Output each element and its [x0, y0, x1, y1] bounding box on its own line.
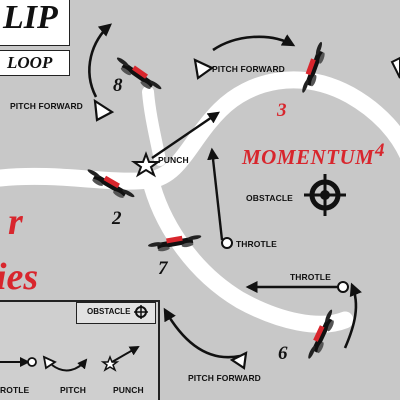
legend-label-punch: PUNCH	[113, 385, 144, 395]
pitch-arrow-8	[88, 23, 112, 98]
legend-punch-star	[100, 354, 120, 372]
label-obstacle: OBSTACLE	[246, 193, 293, 203]
step-2: 2	[112, 208, 122, 229]
drone-2	[87, 169, 135, 198]
drone-6	[308, 309, 334, 359]
legend-label-pitch: PITCH	[60, 385, 86, 395]
side-text-line1: r	[8, 201, 23, 243]
drone-3	[302, 41, 325, 93]
side-text-line2: ies	[0, 256, 39, 298]
legend-label-throtle: ROTLE	[0, 385, 30, 395]
legend-header-label: OBSTACLE	[87, 307, 131, 316]
drone-8	[116, 57, 162, 90]
edge-marker-right	[390, 56, 400, 79]
label-pitch-forward-left: PITCH FORWARD	[10, 101, 83, 111]
pitch-marker-top	[193, 58, 215, 80]
title-box: LIP	[0, 0, 70, 46]
drone-7	[148, 235, 202, 252]
throtle-marker-upper	[221, 237, 233, 249]
legend-pitch-arrow	[51, 358, 88, 372]
label-pitch-forward-bottom: PITCH FORWARD	[188, 373, 261, 383]
label-punch: PUNCH	[158, 155, 189, 165]
title-loop: LOOP	[7, 53, 53, 72]
step-4: 4	[375, 140, 385, 161]
pitch-marker-bottom	[229, 351, 248, 370]
punch-arrow	[151, 111, 220, 159]
step-3: 3	[277, 100, 287, 121]
obstacle-target	[304, 174, 346, 216]
flight-path-loop	[141, 169, 354, 333]
punch-star	[130, 151, 162, 178]
pitch-arrow-7	[163, 307, 241, 359]
title-flip: LIP	[3, 0, 58, 36]
legend-punch-arrow	[111, 346, 140, 363]
label-throtle-lower: THROTLE	[290, 272, 331, 282]
step-6: 6	[278, 343, 288, 364]
pitch-arrow-6	[343, 282, 362, 349]
step-7: 7	[158, 258, 168, 279]
legend-obstacle-icon	[134, 305, 148, 319]
label-pitch-forward-top: PITCH FORWARD	[212, 64, 285, 74]
pitch-arrow-3	[212, 34, 296, 52]
subtitle-box: LOOP	[0, 50, 70, 76]
label-throtle-upper: THROTLE	[236, 239, 277, 249]
label-momentum: MOMENTUM	[242, 145, 375, 169]
throtle-marker-lower	[337, 281, 349, 293]
legend-throtle-icon	[27, 357, 37, 367]
pitch-marker-left	[93, 98, 115, 122]
legend-header: OBSTACLE	[76, 302, 156, 324]
legend-pitch-icon	[42, 355, 57, 370]
step-8: 8	[113, 75, 123, 96]
throtle-arrow-upper	[207, 147, 224, 241]
